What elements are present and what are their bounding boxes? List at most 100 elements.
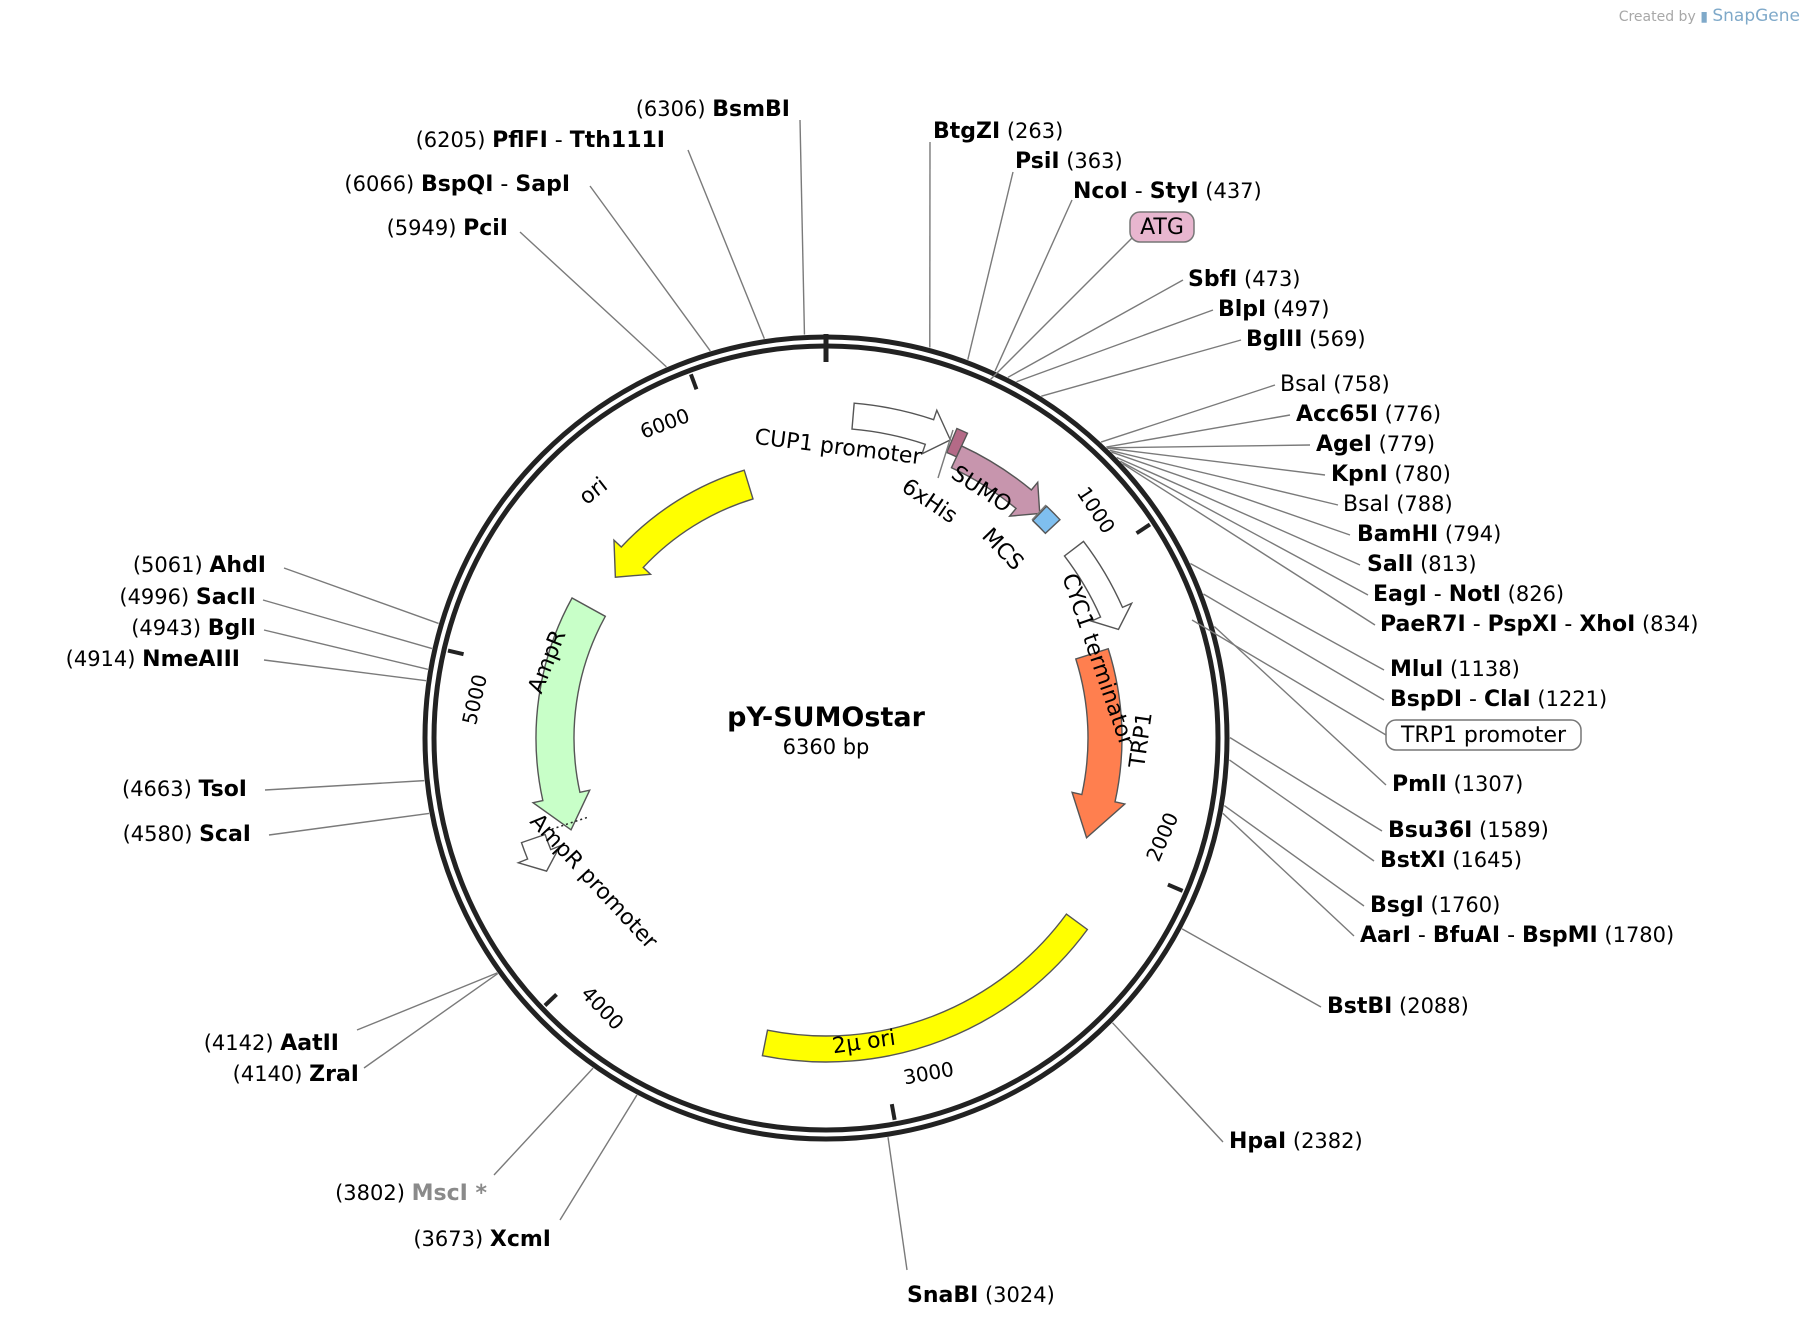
tick-6000 xyxy=(689,373,699,390)
site-name: ClaI xyxy=(1484,687,1531,712)
site-name: NcoI xyxy=(1073,179,1128,204)
site-label-bsmbi: (6306) BsmBI xyxy=(636,97,790,122)
site-leader xyxy=(589,185,711,352)
site-leader xyxy=(519,231,667,368)
site-leader xyxy=(559,1094,638,1221)
site-name: PaeR7I xyxy=(1380,612,1466,637)
site-separator: - xyxy=(1500,923,1522,948)
mcs-leader xyxy=(1031,504,1047,521)
site-leader xyxy=(1223,804,1365,907)
boxed-label-leader xyxy=(1191,619,1387,736)
site-label-blpi: BlpI (497) xyxy=(1218,297,1329,322)
site-position: (6066) xyxy=(344,172,421,196)
site-leader xyxy=(263,659,427,682)
site-position: (813) xyxy=(1413,552,1476,576)
site-position: (1589) xyxy=(1472,818,1549,842)
site-name: XcmI xyxy=(490,1227,551,1252)
site-leader xyxy=(687,149,766,339)
site-separator: - xyxy=(1462,687,1484,712)
site-name: PciI xyxy=(463,216,508,241)
site-name: ZraI xyxy=(309,1062,359,1087)
site-label-zrai: (4140) ZraI xyxy=(233,1062,359,1087)
site-label-eagi-noti: EagI - NotI (826) xyxy=(1373,582,1564,607)
boxed-label-atg: ATG xyxy=(1129,211,1195,243)
site-name: ScaI xyxy=(199,822,251,847)
tick-label-1000: 1000 xyxy=(1072,482,1120,538)
feature-sumo xyxy=(950,445,1041,518)
feature-label-ampr-promoter: AmpR promoter xyxy=(525,809,663,955)
site-label-bsai: BsaI (758) xyxy=(1280,372,1390,397)
site-name: AhdI xyxy=(209,553,266,578)
site-position: (6306) xyxy=(636,97,713,121)
site-separator: - xyxy=(548,128,570,153)
tick-label-6000: 6000 xyxy=(637,403,693,443)
site-separator: - xyxy=(1411,923,1433,948)
site-label-pmli: PmlI (1307) xyxy=(1392,772,1523,797)
site-name: BglII xyxy=(1246,327,1302,352)
site-label-aari-bfuai-bspmi: AarI - BfuAI - BspMI (1780) xyxy=(1360,923,1674,948)
plasmid-name: pY-SUMOstar xyxy=(727,702,926,733)
site-label-bsai: BsaI (788) xyxy=(1343,492,1453,517)
site-label-acc65i: Acc65I (776) xyxy=(1296,402,1441,427)
ampr-overlap-marker xyxy=(550,816,588,831)
boxed-label-trp1-promoter: TRP1 promoter xyxy=(1385,719,1582,751)
site-label-bspqi-sapi: (6066) BspQI - SapI xyxy=(344,172,570,197)
site-name: HpaI xyxy=(1229,1129,1286,1154)
site-leader xyxy=(283,567,439,625)
site-label-kpni: KpnI (780) xyxy=(1331,462,1451,487)
site-name: EagI xyxy=(1373,582,1427,607)
site-name: BtgZI xyxy=(933,119,1000,144)
site-position: (1307) xyxy=(1447,772,1524,796)
site-position: (4663) xyxy=(122,777,199,801)
site-position: (794) xyxy=(1438,522,1501,546)
feature-ori xyxy=(613,469,754,578)
boxed-label-text: ATG xyxy=(1140,215,1184,240)
site-position: (1760) xyxy=(1424,893,1501,917)
site-label-bstbi: BstBI (2088) xyxy=(1327,994,1469,1019)
site-leader xyxy=(1222,812,1355,937)
site-label-sacii: (4996) SacII xyxy=(119,585,256,610)
site-position: (4996) xyxy=(119,585,196,609)
site-leader xyxy=(493,1067,594,1176)
site-label-psii: PsiI (363) xyxy=(1015,149,1123,174)
site-position: (4580) xyxy=(123,822,200,846)
site-name: BamHI xyxy=(1357,522,1438,547)
boxed-label-leader xyxy=(989,237,1133,381)
site-name: AgeI xyxy=(1316,432,1372,457)
site-leader xyxy=(1107,447,1326,476)
site-label-bamhi: BamHI (794) xyxy=(1357,522,1501,547)
site-name: KpnI xyxy=(1331,462,1388,487)
site-leader xyxy=(262,599,433,650)
site-name: AatII xyxy=(280,1031,339,1056)
site-leader xyxy=(967,171,1014,360)
site-name: BfuAI xyxy=(1433,923,1500,948)
site-position: (788) xyxy=(1390,492,1453,516)
site-leader xyxy=(363,972,499,1069)
site-position: (779) xyxy=(1372,432,1435,456)
site-position: (2382) xyxy=(1286,1129,1363,1153)
site-leader xyxy=(1106,414,1291,448)
site-leader xyxy=(1109,449,1339,506)
site-position: (437) xyxy=(1199,179,1262,203)
tick-3000 xyxy=(889,1103,897,1121)
site-position: (263) xyxy=(1000,119,1063,143)
site-leader xyxy=(1107,444,1311,449)
site-name: PsiI xyxy=(1015,149,1060,174)
site-position: (4140) xyxy=(233,1062,310,1086)
feature-label-mcs: MCS xyxy=(977,524,1029,576)
boxed-label-frame xyxy=(1129,211,1195,243)
site-label-mlui: MluI (1138) xyxy=(1390,657,1520,682)
site-label-hpai: HpaI (2382) xyxy=(1229,1129,1363,1154)
site-leader xyxy=(1229,759,1375,862)
site-leader xyxy=(799,119,806,335)
site-name: BsaI xyxy=(1280,372,1327,397)
site-leader xyxy=(264,779,425,791)
tick-label-5000: 5000 xyxy=(457,672,492,727)
site-label-bstxi: BstXI (1645) xyxy=(1380,848,1522,873)
site-separator: - xyxy=(493,172,515,197)
feature-ampr xyxy=(531,597,607,831)
tick-2000 xyxy=(1167,882,1184,893)
site-leader xyxy=(1111,451,1351,536)
site-name: BsaI xyxy=(1343,492,1390,517)
